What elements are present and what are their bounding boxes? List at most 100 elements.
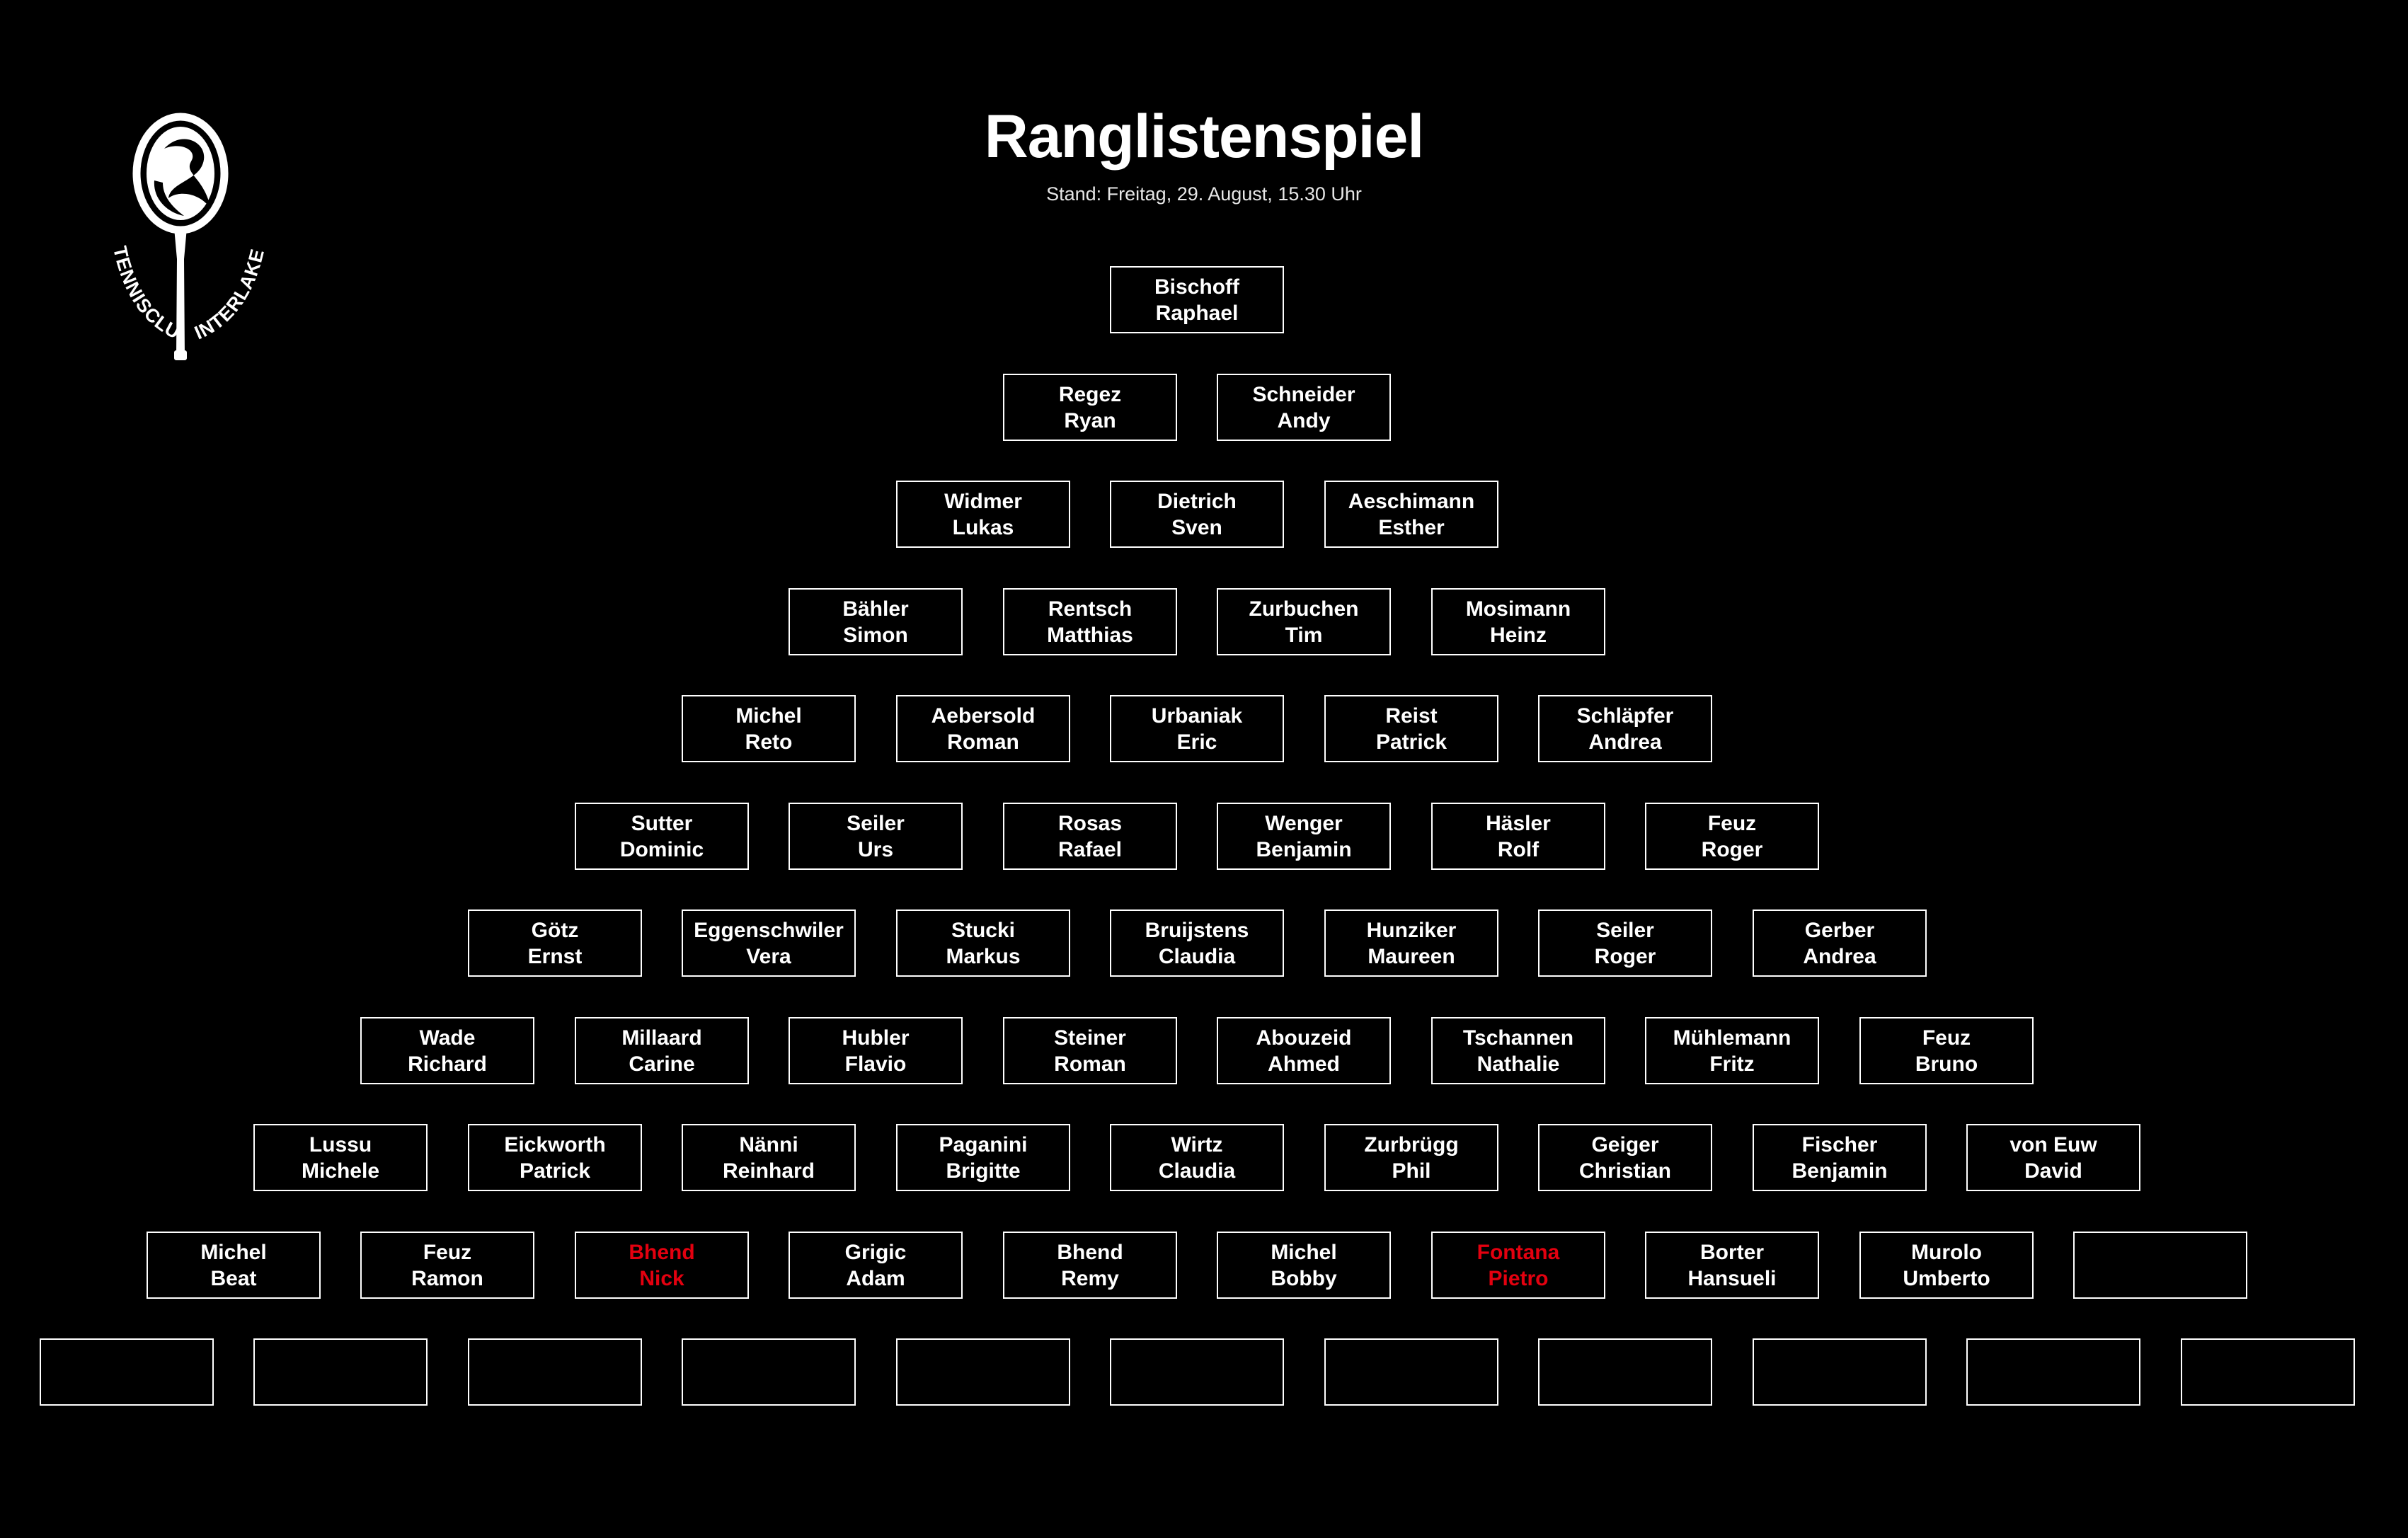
- player-first-name: Roman: [947, 730, 1019, 754]
- player-first-name: Nathalie: [1477, 1052, 1560, 1076]
- player-last-name: Steiner: [1054, 1026, 1126, 1050]
- player-first-name: Ahmed: [1268, 1052, 1340, 1076]
- player-first-name: Richard: [408, 1052, 487, 1076]
- player-last-name: Millaard: [621, 1026, 702, 1050]
- player-last-name: Sutter: [631, 811, 693, 835]
- player-last-name: Seiler: [847, 811, 905, 835]
- tennis-racket-logo-icon: TENNISCLUB INTERLAKEN: [85, 106, 268, 360]
- player-first-name: Claudia: [1158, 1159, 1236, 1183]
- player-last-name: Zurbrügg: [1364, 1132, 1459, 1157]
- player-last-name: Urbaniak: [1151, 704, 1243, 728]
- page-title: Ranglistenspiel: [984, 103, 1425, 171]
- player-last-name: Bhend: [1057, 1240, 1123, 1264]
- player-first-name: Maureen: [1368, 944, 1455, 968]
- player-first-name: David: [2024, 1159, 2082, 1183]
- player-last-name: Nänni: [739, 1132, 798, 1157]
- player-first-name: Heinz: [1489, 623, 1547, 647]
- player-last-name: Seiler: [1596, 918, 1654, 942]
- player-first-name: Roger: [1701, 837, 1763, 861]
- player-last-name: Regez: [1058, 382, 1122, 406]
- player-last-name: Bhend: [629, 1240, 695, 1264]
- player-last-name: Bischoff: [1154, 275, 1239, 299]
- player-first-name: Christian: [1578, 1159, 1672, 1183]
- player-last-name: Michel: [1271, 1240, 1337, 1264]
- player-last-name: Grigic: [844, 1240, 907, 1264]
- page-subtitle: Stand: Freitag, 29. August, 15.30 Uhr: [1046, 183, 1362, 205]
- player-first-name: Phil: [1392, 1159, 1431, 1183]
- player-first-name: Ramon: [411, 1266, 483, 1290]
- player-first-name: Brigitte: [946, 1159, 1021, 1183]
- player-first-name: Eric: [1176, 730, 1217, 754]
- player-last-name: Mosimann: [1465, 597, 1571, 621]
- player-last-name: Lussu: [309, 1132, 372, 1157]
- player-last-name: Häsler: [1486, 811, 1551, 835]
- player-last-name: Stucki: [951, 918, 1016, 942]
- player-last-name: Borter: [1699, 1240, 1764, 1264]
- player-first-name: Dominic: [619, 837, 704, 861]
- player-last-name: von Euw: [2009, 1132, 2097, 1157]
- player-box: [2181, 1338, 2355, 1406]
- player-box: [2073, 1232, 2247, 1299]
- player-last-name: Bähler: [842, 597, 909, 621]
- player-first-name: Roger: [1594, 944, 1656, 968]
- player-first-name: Umberto: [1903, 1266, 1990, 1290]
- player-first-name: Hansueli: [1687, 1266, 1777, 1290]
- player-first-name: Nick: [639, 1266, 684, 1290]
- player-last-name: Gerber: [1804, 918, 1875, 942]
- player-first-name: Adam: [846, 1266, 905, 1290]
- player-first-name: Ernst: [527, 944, 583, 968]
- player-first-name: Tim: [1285, 623, 1323, 647]
- player-last-name: Aeschimann: [1348, 489, 1475, 513]
- player-first-name: Remy: [1061, 1266, 1119, 1290]
- player-last-name: Eggenschwiler: [694, 918, 844, 942]
- player-first-name: Bruno: [1915, 1052, 1978, 1076]
- player-last-name: Feuz: [1707, 811, 1757, 835]
- player-box: [468, 1338, 642, 1406]
- player-first-name: Michele: [301, 1159, 380, 1183]
- player-first-name: Raphael: [1155, 301, 1239, 325]
- player-last-name: Feuz: [423, 1240, 472, 1264]
- player-last-name: Götz: [531, 918, 579, 942]
- player-last-name: Bruijstens: [1145, 918, 1249, 942]
- player-box: [1538, 1338, 1712, 1406]
- player-last-name: Reist: [1385, 704, 1438, 728]
- player-box: [1966, 1338, 2140, 1406]
- player-first-name: Andy: [1277, 408, 1331, 432]
- player-first-name: Urs: [857, 837, 894, 861]
- player-last-name: Schneider: [1252, 382, 1355, 406]
- player-first-name: Beat: [210, 1266, 257, 1290]
